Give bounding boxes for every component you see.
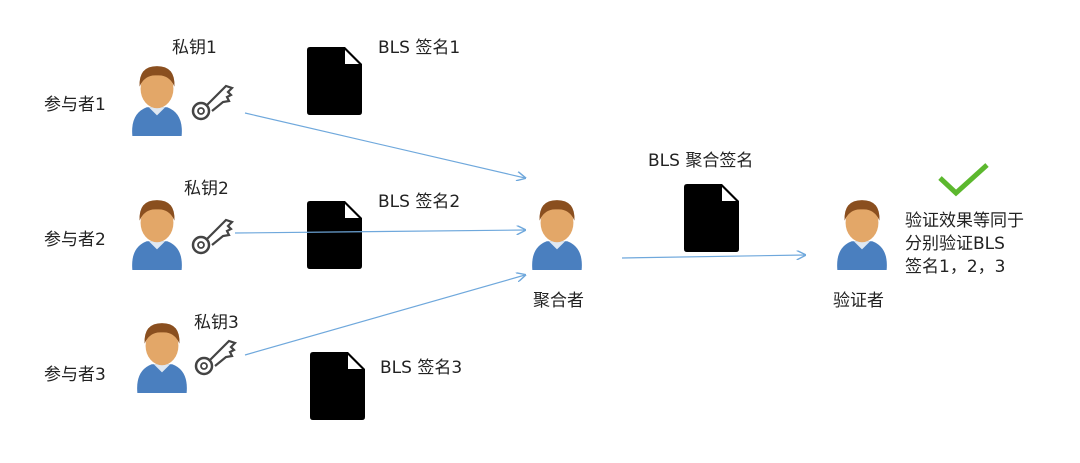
signature-2-label: BLS 签名2 — [378, 192, 461, 212]
private-key-3-label: 私钥3 — [194, 313, 239, 333]
participant-2-avatar — [132, 200, 182, 270]
verification-result-line-3: 签名1，2，3 — [905, 257, 1006, 277]
signature-1-label: BLS 签名1 — [378, 38, 461, 58]
arrow-aggregate — [621, 255, 805, 258]
checkmark-icon — [938, 163, 989, 197]
participant-2-label: 参与者2 — [44, 230, 106, 250]
document-icon — [307, 47, 362, 115]
key-icon — [191, 84, 234, 121]
aggregator-avatar — [532, 200, 582, 270]
verifier-label: 验证者 — [833, 291, 884, 311]
verifier-avatar — [837, 200, 887, 270]
key-icon — [191, 218, 234, 255]
document-icon — [307, 201, 362, 269]
participant-3-label: 参与者3 — [44, 365, 106, 385]
aggregate-document-icon — [684, 184, 739, 252]
verification-result-line-2: 分别验证BLS — [905, 234, 1005, 254]
signature-3-label: BLS 签名3 — [380, 358, 463, 378]
aggregator-label: 聚合者 — [533, 291, 584, 311]
arrow-2 — [234, 230, 525, 233]
arrow-3 — [244, 275, 525, 356]
participant-1-label: 参与者1 — [44, 95, 106, 115]
private-key-1-label: 私钥1 — [172, 38, 217, 58]
document-icon — [310, 352, 365, 420]
aggregate-signature-label: BLS 聚合签名 — [648, 151, 754, 171]
private-key-2-label: 私钥2 — [184, 179, 229, 199]
key-icon — [194, 339, 237, 376]
verification-result-line-1: 验证效果等同于 — [905, 211, 1024, 231]
participant-1-avatar — [132, 66, 182, 136]
participant-3-avatar — [137, 323, 187, 393]
arrow-1 — [244, 112, 525, 178]
